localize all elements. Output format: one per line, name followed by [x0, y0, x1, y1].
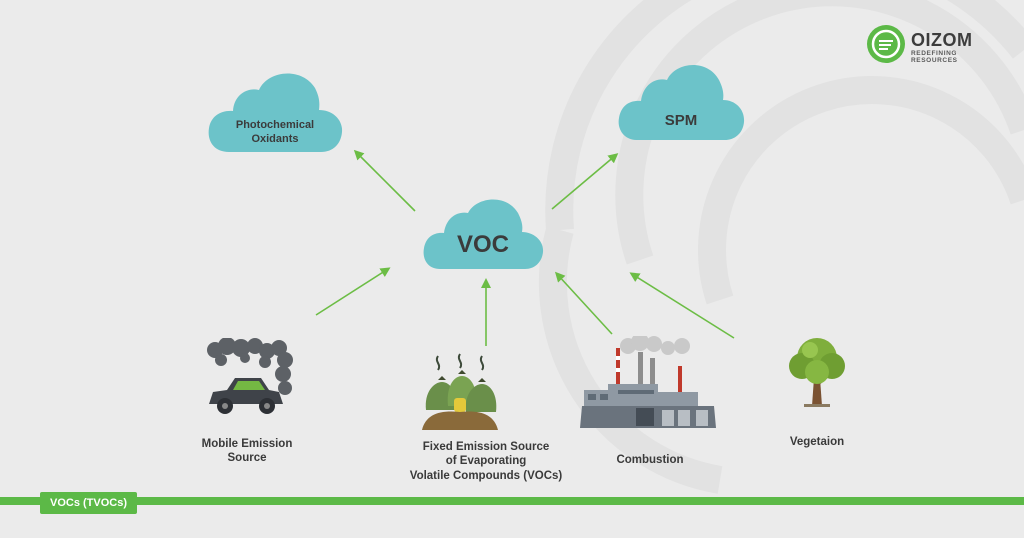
oizom-logo-mark-icon [867, 25, 905, 63]
cloud-label: VOC [456, 231, 509, 258]
cloud-spm: SPM [617, 60, 745, 142]
label-mobile-emission-source: Mobile Emission Source [201, 438, 293, 465]
arrow-combustion-to-voc [554, 271, 613, 335]
factory-icon [580, 336, 716, 428]
cloud-shape [423, 199, 544, 269]
footer-badge: VOCs (TVOCs) [40, 492, 138, 514]
cloud-shape [618, 64, 745, 140]
cloud-voc: VOC [422, 195, 544, 271]
label-vegetation: Vegetaion [789, 436, 845, 448]
cloud-label: SPM [664, 111, 698, 129]
arrow-voc-to-spm [551, 153, 619, 210]
arrow-mobile-to-voc [315, 267, 391, 316]
label-fixed-emission-source: Fixed Emission Source of Evaporating Vol… [409, 441, 563, 482]
tree-icon [789, 338, 845, 407]
logo-tagline: REDEFINING RESOURCES [911, 50, 958, 64]
footer-bar [0, 497, 1024, 505]
cloud-photochemical-oxidants: Photochemical Oxidants [207, 68, 343, 154]
label-combustion: Combustion [616, 454, 684, 466]
watermark-arcs [538, 0, 1024, 494]
logo-name: OIZOM [911, 30, 973, 50]
cloud-label: Photochemical Oxidants [235, 119, 315, 145]
waste-bags-icon [422, 353, 498, 430]
arrow-voc-to-photochemical [353, 149, 416, 212]
arrow-vegetation-to-voc [629, 272, 735, 339]
car-exhaust-icon [207, 338, 293, 414]
oizom-logo: OIZOM REDEFINING RESOURCES [866, 24, 1006, 64]
flow-arrows [315, 149, 735, 346]
cloud-shape [208, 73, 343, 152]
